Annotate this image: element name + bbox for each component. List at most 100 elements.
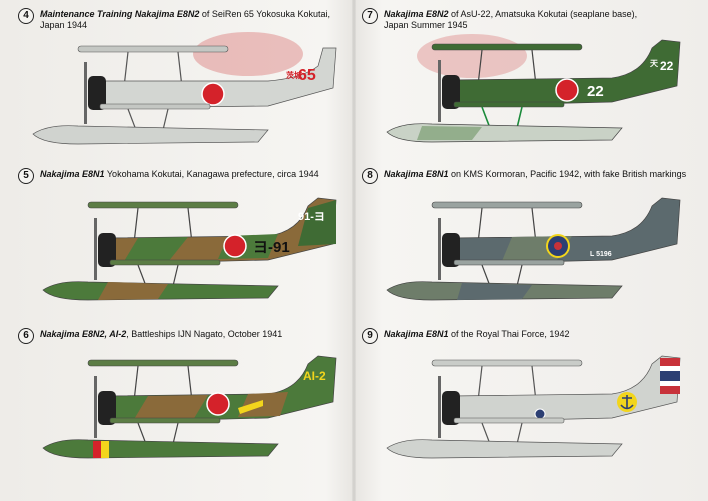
camo-patch	[98, 282, 168, 300]
aircraft-name: Maintenance Training Nakajima E8N2	[40, 9, 200, 19]
caption-detail-line2: Japan Summer 1945	[384, 20, 468, 30]
aircraft-name: Nakajima E8N1	[40, 169, 105, 179]
page-fold	[352, 0, 356, 501]
tail-flag-red	[660, 386, 680, 394]
tail-kanji: 茨城	[286, 70, 302, 80]
hinomaru-roundel	[201, 82, 225, 106]
tail-kanji: 天	[650, 59, 659, 68]
float-strut	[516, 422, 523, 445]
profile-caption: Nakajima E8N1 of the Royal Thai Force, 1…	[384, 329, 702, 340]
caption-detail: on KMS Kormoran, Pacific 1942, with fake…	[448, 169, 687, 179]
propeller	[94, 376, 97, 438]
tail-code: AI-2	[303, 369, 326, 383]
aircraft-name: Nakajima E8N2	[384, 9, 449, 19]
profile-7: 7 Nakajima E8N2 of AsU-22, Amatsuka Koku…	[362, 8, 702, 168]
aircraft-profile-5: ヨ-91 91-ヨ	[42, 197, 337, 301]
aircraft-profile-6: AI-2	[42, 355, 337, 459]
profile-9: 9 Nakajima E8N1 of the Royal Thai Force,…	[362, 328, 702, 488]
hinomaru-roundel	[223, 234, 247, 258]
lower-wing	[453, 101, 565, 108]
float-strut	[481, 264, 491, 287]
profile-6: 6 Nakajima E8N2, AI-2, Battleships IJN N…	[18, 328, 358, 488]
camo-patch	[298, 200, 336, 246]
aircraft-name: Nakajima E8N1	[384, 169, 449, 179]
float-strut	[137, 264, 147, 287]
lower-wing	[109, 259, 221, 266]
camo-patch	[417, 126, 482, 140]
profile-caption: Nakajima E8N2, AI-2, Battleships IJN Nag…	[40, 329, 358, 340]
camo-patch	[123, 237, 188, 263]
fuselage-band	[238, 400, 263, 414]
propeller	[438, 218, 441, 280]
engine-cowling	[88, 76, 106, 110]
aircraft-name: Nakajima E8N1	[384, 329, 449, 339]
fuselage-code: L 5196	[590, 251, 612, 258]
float-band-yellow	[101, 441, 109, 458]
profile-caption: Nakajima E8N2 of AsU-22, Amatsuka Kokuta…	[384, 9, 702, 31]
lower-wing	[453, 417, 565, 424]
propeller	[438, 376, 441, 438]
propeller	[94, 218, 97, 280]
float-strut	[137, 422, 147, 445]
camo-patch	[133, 395, 208, 421]
main-float	[42, 439, 279, 459]
profile-caption: Nakajima E8N1 on KMS Kormoran, Pacific 1…	[384, 169, 702, 180]
hinomaru-roundel	[555, 78, 579, 102]
float-strut	[172, 422, 179, 445]
caption-detail: of AsU-22, Amatsuka Kokutai (seaplane ba…	[448, 9, 638, 19]
camo-patch	[457, 283, 532, 300]
tail-code: 65	[298, 67, 316, 84]
float-band-red	[93, 441, 101, 458]
fuselage-code: 22	[587, 83, 604, 100]
aircraft-profile-7: 22 天 22	[386, 34, 681, 143]
float-strut	[162, 108, 169, 131]
aircraft-profile-4: 65 茨城	[32, 32, 337, 145]
main-float	[386, 439, 623, 459]
rising-sun-background	[193, 32, 303, 76]
upper-wing	[87, 201, 239, 209]
profile-number-badge: 6	[18, 328, 34, 344]
caption-detail: , Battleships IJN Nagato, October 1941	[126, 329, 283, 339]
upper-wing	[431, 43, 583, 51]
lower-wing	[99, 103, 211, 110]
profile-4: 4 Maintenance Training Nakajima E8N2 of …	[18, 8, 358, 168]
hinomaru-roundel	[206, 392, 230, 416]
engine-cowling	[442, 75, 460, 109]
upper-wing	[431, 201, 583, 209]
profile-caption: Maintenance Training Nakajima E8N2 of Se…	[40, 9, 358, 31]
float-strut	[516, 264, 523, 287]
float-strut	[127, 108, 137, 131]
raf-roundel-red	[554, 242, 562, 250]
profile-number-badge: 4	[18, 8, 34, 24]
tail-code: 91-ヨ	[298, 211, 325, 223]
engine-cowling	[98, 391, 116, 425]
upper-wing	[87, 359, 239, 367]
propeller	[84, 62, 87, 124]
float-strut	[516, 106, 523, 129]
caption-detail-line2: Japan 1944	[40, 20, 88, 30]
aircraft-name: Nakajima E8N2, AI-2	[40, 329, 127, 339]
profile-number-badge: 9	[362, 328, 378, 344]
profile-5: 5 Nakajima E8N1 Yokohama Kokutai, Kanaga…	[18, 168, 358, 328]
aircraft-profile-8: L 5196	[386, 197, 681, 301]
float-strut	[481, 422, 491, 445]
lower-wing	[109, 417, 221, 424]
profile-number-badge: 8	[362, 168, 378, 184]
upper-wing	[77, 45, 229, 53]
tail-flag-blue	[660, 371, 680, 381]
thai-roundel	[534, 408, 546, 420]
tail-flag-red	[660, 358, 680, 366]
anchor-icon	[620, 395, 634, 410]
caption-detail: Yokohama Kokutai, Kanagawa prefecture, c…	[104, 169, 319, 179]
engine-cowling	[442, 233, 460, 267]
float-strut	[481, 106, 491, 129]
caption-detail: of SeiRen 65 Yokosuka Kokutai,	[199, 9, 330, 19]
rising-sun-background	[417, 34, 527, 78]
engine-cowling	[98, 233, 116, 267]
profile-number-badge: 5	[18, 168, 34, 184]
tail-flag-white	[660, 366, 680, 371]
tail-code: 22	[660, 59, 674, 73]
propeller	[438, 60, 441, 122]
profile-number-badge: 7	[362, 8, 378, 24]
